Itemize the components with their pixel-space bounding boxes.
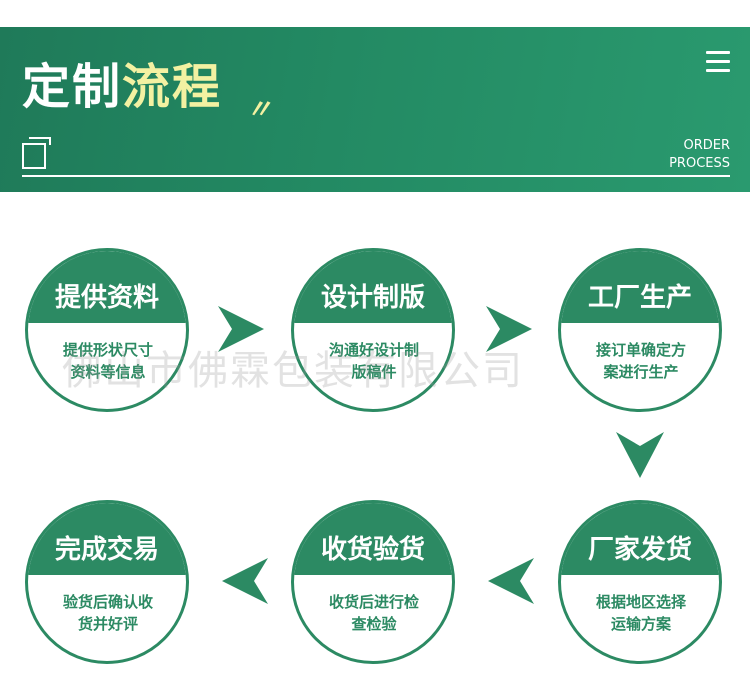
step-desc: 沟通好设计制 版稿件: [304, 339, 444, 383]
step-receive-inspect: 收货验货 收货后进行检 查检验: [291, 500, 455, 664]
title-part2: 流程: [122, 59, 223, 115]
order-line2: PROCESS: [669, 156, 730, 171]
step-desc-line2: 查检验: [351, 615, 397, 633]
arrow-down-icon: [616, 432, 664, 478]
step-desc-line2: 版稿件: [351, 363, 397, 381]
step-complete-deal: 完成交易 验货后确认收 货并好评: [25, 500, 189, 664]
step-desc: 根据地区选择 运输方案: [571, 591, 711, 635]
arrow-left-icon: [488, 558, 534, 604]
step-desc-line1: 根据地区选择: [595, 593, 686, 611]
order-process-label: ORDER PROCESS: [669, 137, 730, 173]
arrow-right-icon: [486, 306, 532, 352]
step-provide-info: 提供资料 提供形状尺寸 资料等信息: [25, 248, 189, 412]
step-desc-line2: 运输方案: [610, 615, 671, 633]
order-line1: ORDER: [683, 138, 730, 153]
page-title: 定制流程: [22, 47, 222, 117]
step-desc-line1: 接订单确定方: [595, 341, 686, 359]
step-desc: 接订单确定方 案进行生产: [571, 339, 711, 383]
arrow-right-icon: [218, 306, 264, 352]
step-desc-line1: 沟通好设计制: [328, 341, 419, 359]
step-factory-production: 工厂生产 接订单确定方 案进行生产: [558, 248, 722, 412]
step-desc-line2: 案进行生产: [603, 363, 679, 381]
step-title: 提供资料: [28, 251, 186, 323]
arrow-left-icon: [222, 558, 268, 604]
step-design: 设计制版 沟通好设计制 版稿件: [291, 248, 455, 412]
step-title: 设计制版: [294, 251, 452, 323]
step-desc-line2: 资料等信息: [70, 363, 146, 381]
step-title: 完成交易: [28, 503, 186, 575]
step-desc-line2: 货并好评: [77, 615, 138, 633]
title-part1: 定制: [22, 59, 123, 115]
step-title: 收货验货: [294, 503, 452, 575]
step-desc: 收货后进行检 查检验: [304, 591, 444, 635]
quote-mark: 〃: [246, 95, 273, 125]
watermark: 佛山市佛霖包装有限公司: [62, 348, 524, 394]
header-divider: [22, 175, 730, 177]
step-desc-line1: 提供形状尺寸: [62, 341, 153, 359]
step-ship: 厂家发货 根据地区选择 运输方案: [558, 500, 722, 664]
header-banner: 定制流程 〃 ORDER PROCESS: [0, 27, 750, 192]
step-desc: 提供形状尺寸 资料等信息: [38, 339, 178, 383]
step-desc-line1: 验货后确认收: [62, 593, 153, 611]
menu-icon[interactable]: [706, 51, 730, 78]
window-icon: [22, 137, 51, 169]
step-title: 厂家发货: [561, 503, 719, 575]
step-desc-line1: 收货后进行检: [328, 593, 419, 611]
step-title: 工厂生产: [561, 251, 719, 323]
step-desc: 验货后确认收 货并好评: [38, 591, 178, 635]
